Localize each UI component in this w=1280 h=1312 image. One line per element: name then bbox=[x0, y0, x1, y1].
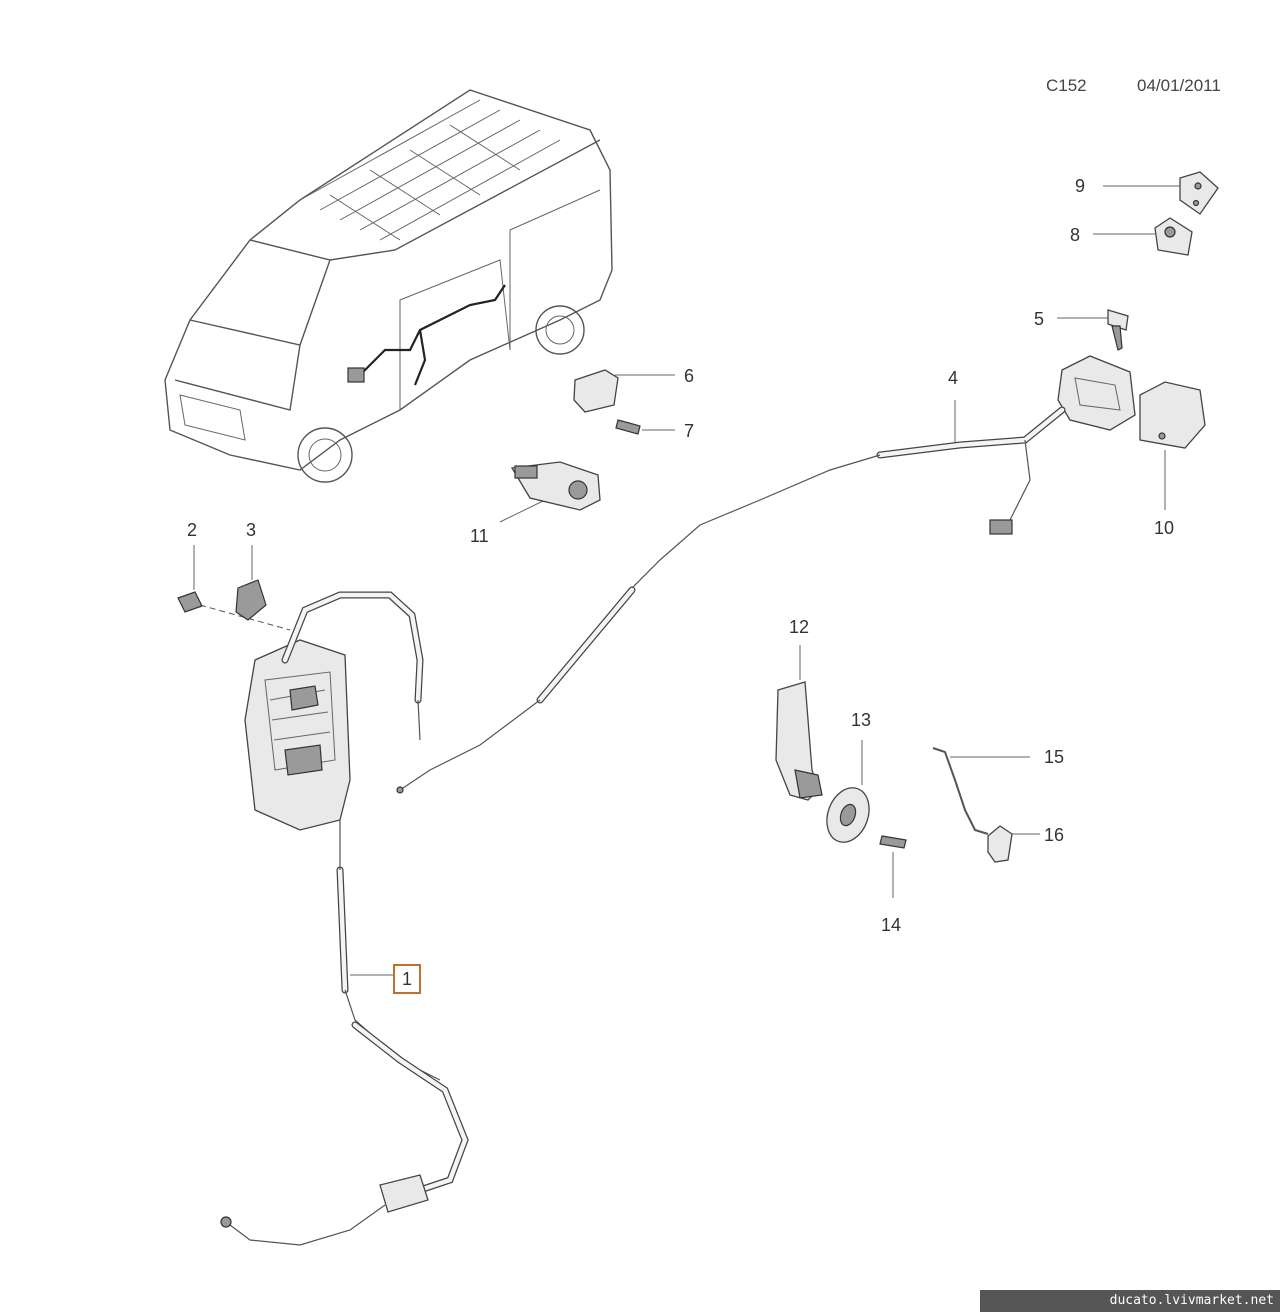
part-2-bolt bbox=[177, 545, 291, 631]
diagram-date: 04/01/2011 bbox=[1137, 76, 1221, 95]
part-11-actuator bbox=[499, 461, 601, 523]
callout-15: 15 bbox=[1044, 747, 1065, 767]
part-16-knob bbox=[987, 825, 1040, 863]
part-12-handle bbox=[775, 645, 823, 801]
callout-11: 11 bbox=[470, 526, 489, 546]
callout-10: 10 bbox=[1154, 518, 1175, 538]
callout-13: 13 bbox=[851, 710, 872, 730]
part-9-plate bbox=[1103, 171, 1219, 215]
part-13-rosette bbox=[826, 740, 870, 843]
part-1-lock bbox=[220, 591, 469, 1246]
part-8-clip bbox=[1093, 217, 1193, 256]
part-14-screw bbox=[879, 835, 907, 898]
callout-2: 2 bbox=[187, 520, 198, 540]
callout-5: 5 bbox=[1034, 309, 1045, 329]
diagram-code: C152 bbox=[1046, 76, 1087, 95]
part-4-handle-cable bbox=[399, 355, 1136, 791]
part-5-bolt bbox=[1057, 309, 1129, 351]
watermark: ducato.lvivmarket.net bbox=[980, 1290, 1280, 1312]
van-illustration bbox=[164, 89, 613, 483]
part-7-screw bbox=[615, 419, 675, 435]
part-10-cover bbox=[1139, 381, 1206, 510]
callout-8: 8 bbox=[1070, 225, 1081, 245]
callout-4: 4 bbox=[948, 368, 959, 388]
callout-7: 7 bbox=[684, 421, 695, 441]
part-15-rod bbox=[932, 747, 1030, 835]
callout-14: 14 bbox=[881, 915, 902, 935]
callout-3: 3 bbox=[246, 520, 257, 540]
callout-16: 16 bbox=[1044, 825, 1065, 845]
callout-12: 12 bbox=[789, 617, 810, 637]
callout-1-highlighted[interactable]: 1 bbox=[393, 964, 422, 994]
part-6-bracket bbox=[573, 369, 675, 413]
callout-9: 9 bbox=[1075, 176, 1086, 196]
callout-6: 6 bbox=[684, 366, 695, 386]
part-3-cover bbox=[235, 545, 267, 621]
